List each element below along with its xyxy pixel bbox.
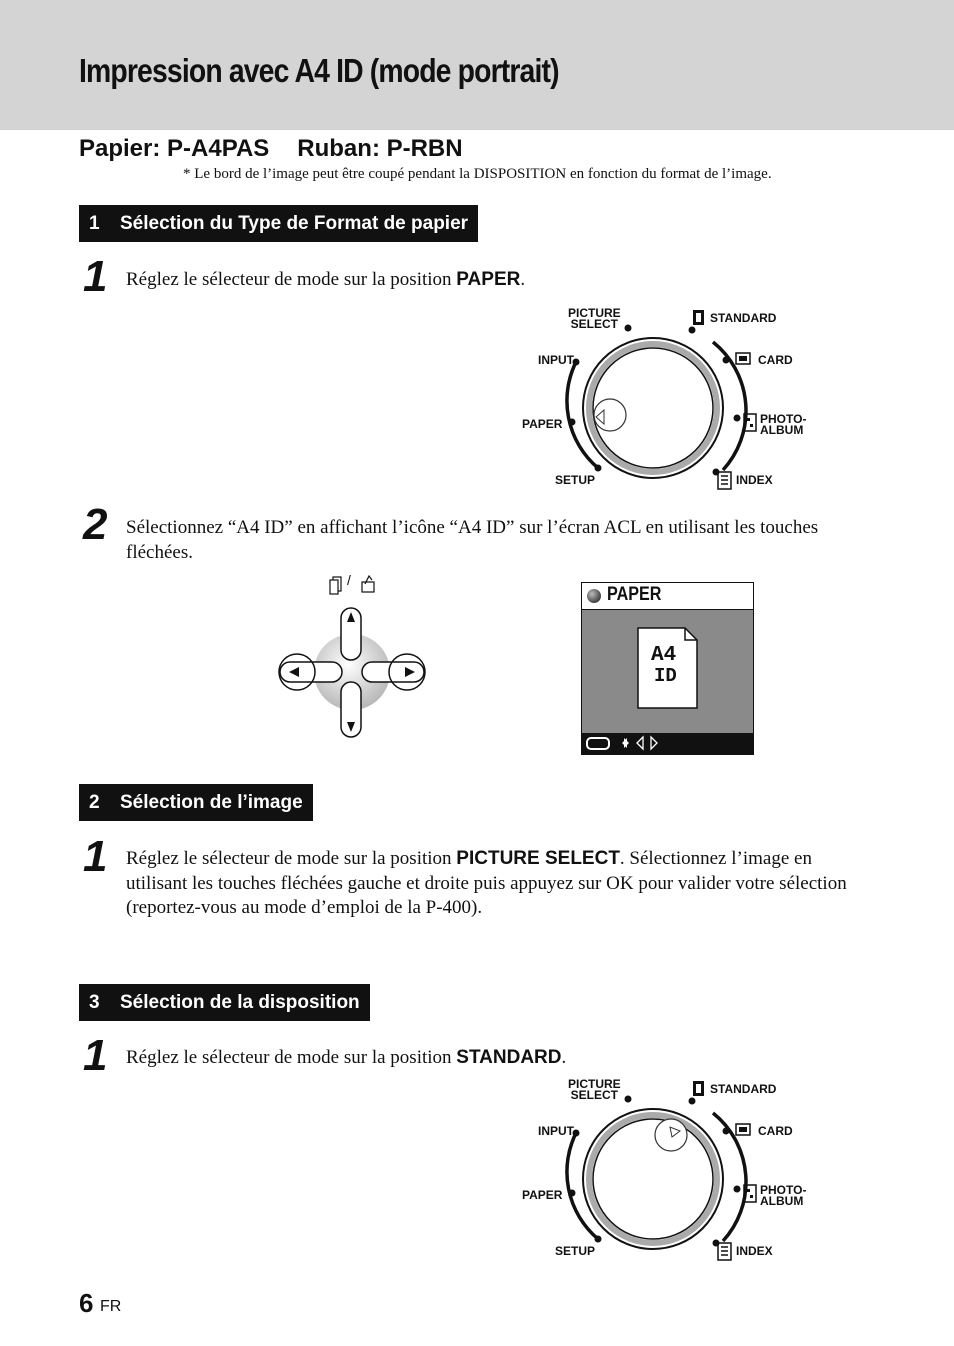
dial-label-card: CARD bbox=[758, 353, 793, 367]
dial-label-setup: SETUP bbox=[555, 473, 596, 487]
dial-label-photo-album: PHOTO-ALBUM bbox=[760, 412, 807, 437]
a4-id-icon-text-1: A4 bbox=[651, 644, 677, 667]
step-text: Réglez le sélecteur de mode sur la posit… bbox=[126, 847, 871, 921]
step-text: Réglez le sélecteur de mode sur la posit… bbox=[126, 268, 866, 293]
image-crop-note: * Le bord de l’image peut être coupé pen… bbox=[183, 166, 772, 182]
dial-label-index: INDEX bbox=[736, 1244, 773, 1258]
step-number: 2 bbox=[83, 500, 108, 549]
step-text-part: Réglez le sélecteur de mode sur la posit… bbox=[126, 269, 457, 290]
step-number: 1 bbox=[83, 1031, 108, 1080]
page-number: 6 bbox=[79, 1288, 94, 1318]
a4-id-page-graphic bbox=[637, 627, 698, 709]
section-2-header: 2 Sélection de l’image bbox=[79, 784, 313, 821]
dial-label-setup: SETUP bbox=[555, 1244, 596, 1258]
section-3-header: 3 Sélection de la disposition bbox=[79, 984, 370, 1021]
step-number: 1 bbox=[83, 252, 108, 301]
step-text: Sélectionnez “A4 ID” en affichant l’icôn… bbox=[126, 517, 819, 563]
dial-label-index: INDEX bbox=[736, 473, 773, 487]
header-band bbox=[0, 0, 954, 130]
subheading: Papier: P-A4PAS Ruban: P-RBN bbox=[79, 135, 463, 163]
paper-spec: Papier: P-A4PAS bbox=[79, 135, 270, 162]
mode-dial-graphic bbox=[565, 1081, 757, 1261]
a4-id-icon: A4 ID bbox=[637, 627, 698, 709]
step-text-part: . bbox=[520, 269, 526, 290]
arrow-keypad-graphic bbox=[278, 574, 426, 738]
section-title: Sélection du Type de Format de papier bbox=[120, 213, 469, 234]
section-1-header: 1 Sélection du Type de Format de papier bbox=[79, 205, 479, 242]
section-number: 2 bbox=[89, 792, 100, 813]
section-title: Sélection de l’image bbox=[120, 792, 303, 813]
mode-dial-graphic bbox=[565, 310, 757, 490]
dial-label-standard: STANDARD bbox=[710, 311, 777, 325]
dial-label-paper: PAPER bbox=[522, 417, 563, 431]
dial-label-input: INPUT bbox=[538, 353, 574, 367]
a4-id-icon-text-2: ID bbox=[654, 665, 677, 687]
step-text-part: Réglez le sélecteur de mode sur la posit… bbox=[126, 848, 457, 869]
dial-label-card: CARD bbox=[758, 1124, 793, 1138]
step-text: Réglez le sélecteur de mode sur la posit… bbox=[126, 1046, 866, 1071]
lcd-screen: PAPER A4 ID bbox=[581, 582, 754, 755]
step-text-part: . Sélectionnez l’image en utilisant les … bbox=[126, 848, 847, 918]
lcd-navigation-icons bbox=[586, 735, 658, 751]
dial-label-input: INPUT bbox=[538, 1124, 574, 1138]
lcd-mode-label: PAPER bbox=[607, 584, 662, 605]
ribbon-spec: Ruban: P-RBN bbox=[297, 135, 463, 162]
mode-position-name: PICTURE SELECT bbox=[456, 848, 620, 869]
arrow-keypad: / bbox=[270, 570, 435, 742]
step-number: 1 bbox=[83, 832, 108, 881]
mode-position-name: PAPER bbox=[456, 269, 521, 290]
page-title: Impression avec A4 ID (mode portrait) bbox=[79, 52, 560, 89]
step-text-part: Réglez le sélecteur de mode sur la posit… bbox=[126, 1047, 457, 1068]
language-code: FR bbox=[100, 1298, 122, 1315]
section-number: 1 bbox=[89, 213, 100, 234]
lcd-title-bar: PAPER bbox=[582, 583, 753, 610]
lcd-mode-icon bbox=[587, 589, 601, 603]
dial-label-paper: PAPER bbox=[522, 1188, 563, 1202]
section-title: Sélection de la disposition bbox=[120, 992, 360, 1013]
section-number: 3 bbox=[89, 992, 100, 1013]
lcd-navigation-bar bbox=[582, 733, 753, 754]
keypad-top-separator: / bbox=[347, 572, 351, 588]
mode-position-name: STANDARD bbox=[456, 1047, 562, 1068]
dial-label-standard: STANDARD bbox=[710, 1082, 777, 1096]
step-text-part: . bbox=[561, 1047, 567, 1068]
dial-label-photo-album: PHOTO-ALBUM bbox=[760, 1183, 807, 1208]
